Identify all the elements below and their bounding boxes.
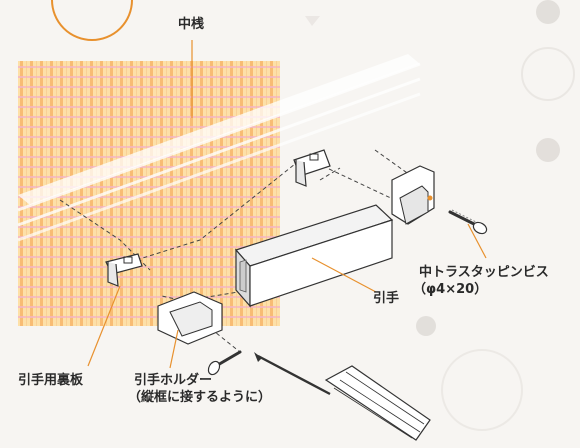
screwdriver [254,352,431,441]
label-truss-screw-name: 中トラスタッピンビス [419,265,549,280]
truss-screw-lower [207,350,242,376]
label-back-plate: 引手用裏板 [18,373,84,388]
label-truss-screw-size: （φ4×20） [413,282,488,297]
handle-holder-upper [391,165,435,225]
label-leader-lines [87,40,487,369]
center-rail [17,54,421,242]
back-plate [105,253,143,287]
label-handle: 引手 [373,291,400,306]
label-handle-holder-name: 引手ホルダー [134,373,213,388]
truss-screw-upper [448,209,488,235]
background-ghost-artwork [305,0,575,431]
handle-holder-lower [157,291,223,345]
label-handle-holder: 引手ホルダー （縦框に接するように） [128,372,271,406]
label-center-rail: 中桟 [178,17,205,32]
label-truss-screw: 中トラスタッピンビス （φ4×20） [413,264,549,298]
back-plate-upper [293,149,331,187]
step-badge-circle [51,0,133,41]
label-handle-holder-note: （縦框に接するように） [128,390,272,405]
